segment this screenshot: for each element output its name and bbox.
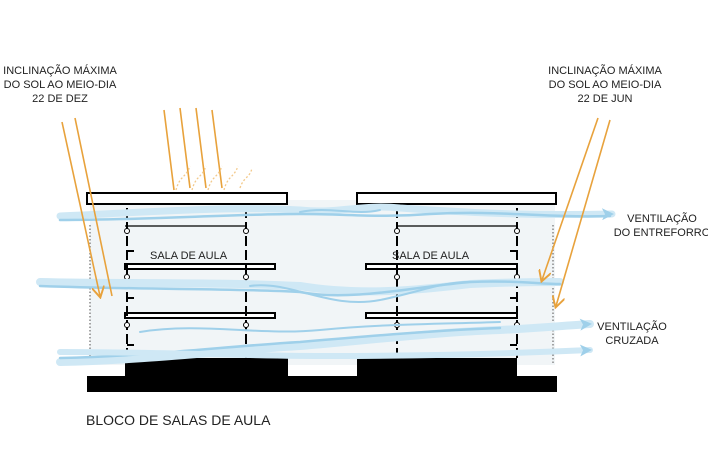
- ground-slab-left: [125, 358, 288, 362]
- sun-rays-left: [61, 117, 113, 296]
- diagram-title: BLOCO DE SALAS DE AULA: [86, 412, 271, 428]
- label-line: 22 DE DEZ: [32, 93, 88, 105]
- label-line: VENTILAÇÃO: [597, 321, 667, 333]
- sun-angle-label-june: INCLINAÇÃO MÁXIMA DO SOL AO MEIO-DIA 22 …: [545, 64, 665, 106]
- sun-rays-top: [163, 107, 223, 191]
- label-line: 22 DE JUN: [577, 93, 633, 105]
- room-label-left: SALA DE AULA: [150, 250, 228, 262]
- label-line: VENTILAÇÃO: [627, 213, 697, 225]
- airflow-lower-floor: [56, 318, 594, 366]
- room-label-right: SALA DE AULA: [392, 250, 470, 262]
- window-sills: [127, 250, 517, 346]
- label-line: DO ENTREFORRO: [613, 227, 708, 239]
- ceiling-ventilation-label: VENTILAÇÃO DO ENTREFORRO: [612, 212, 708, 240]
- ground-slab-right: [357, 358, 517, 362]
- label-line: DO SOL AO MEIO-DIA: [548, 79, 662, 91]
- label-line: DO SOL AO MEIO-DIA: [3, 79, 117, 91]
- label-line: INCLINAÇÃO MÁXIMA: [3, 65, 117, 77]
- foundation: [87, 360, 557, 392]
- cross-ventilation-label: VENTILAÇÃO CRUZADA: [582, 320, 682, 348]
- reflected-rays: [175, 165, 253, 191]
- airflow-ceiling: [56, 203, 616, 222]
- label-line: INCLINAÇÃO MÁXIMA: [548, 65, 662, 77]
- sun-angle-label-december: INCLINAÇÃO MÁXIMA DO SOL AO MEIO-DIA 22 …: [0, 64, 120, 106]
- roof-right: [356, 192, 557, 205]
- airflow-upper-floor: [36, 278, 564, 304]
- label-line: CRUZADA: [605, 335, 659, 347]
- sun-rays-right: [542, 117, 611, 306]
- roof-left: [86, 192, 288, 205]
